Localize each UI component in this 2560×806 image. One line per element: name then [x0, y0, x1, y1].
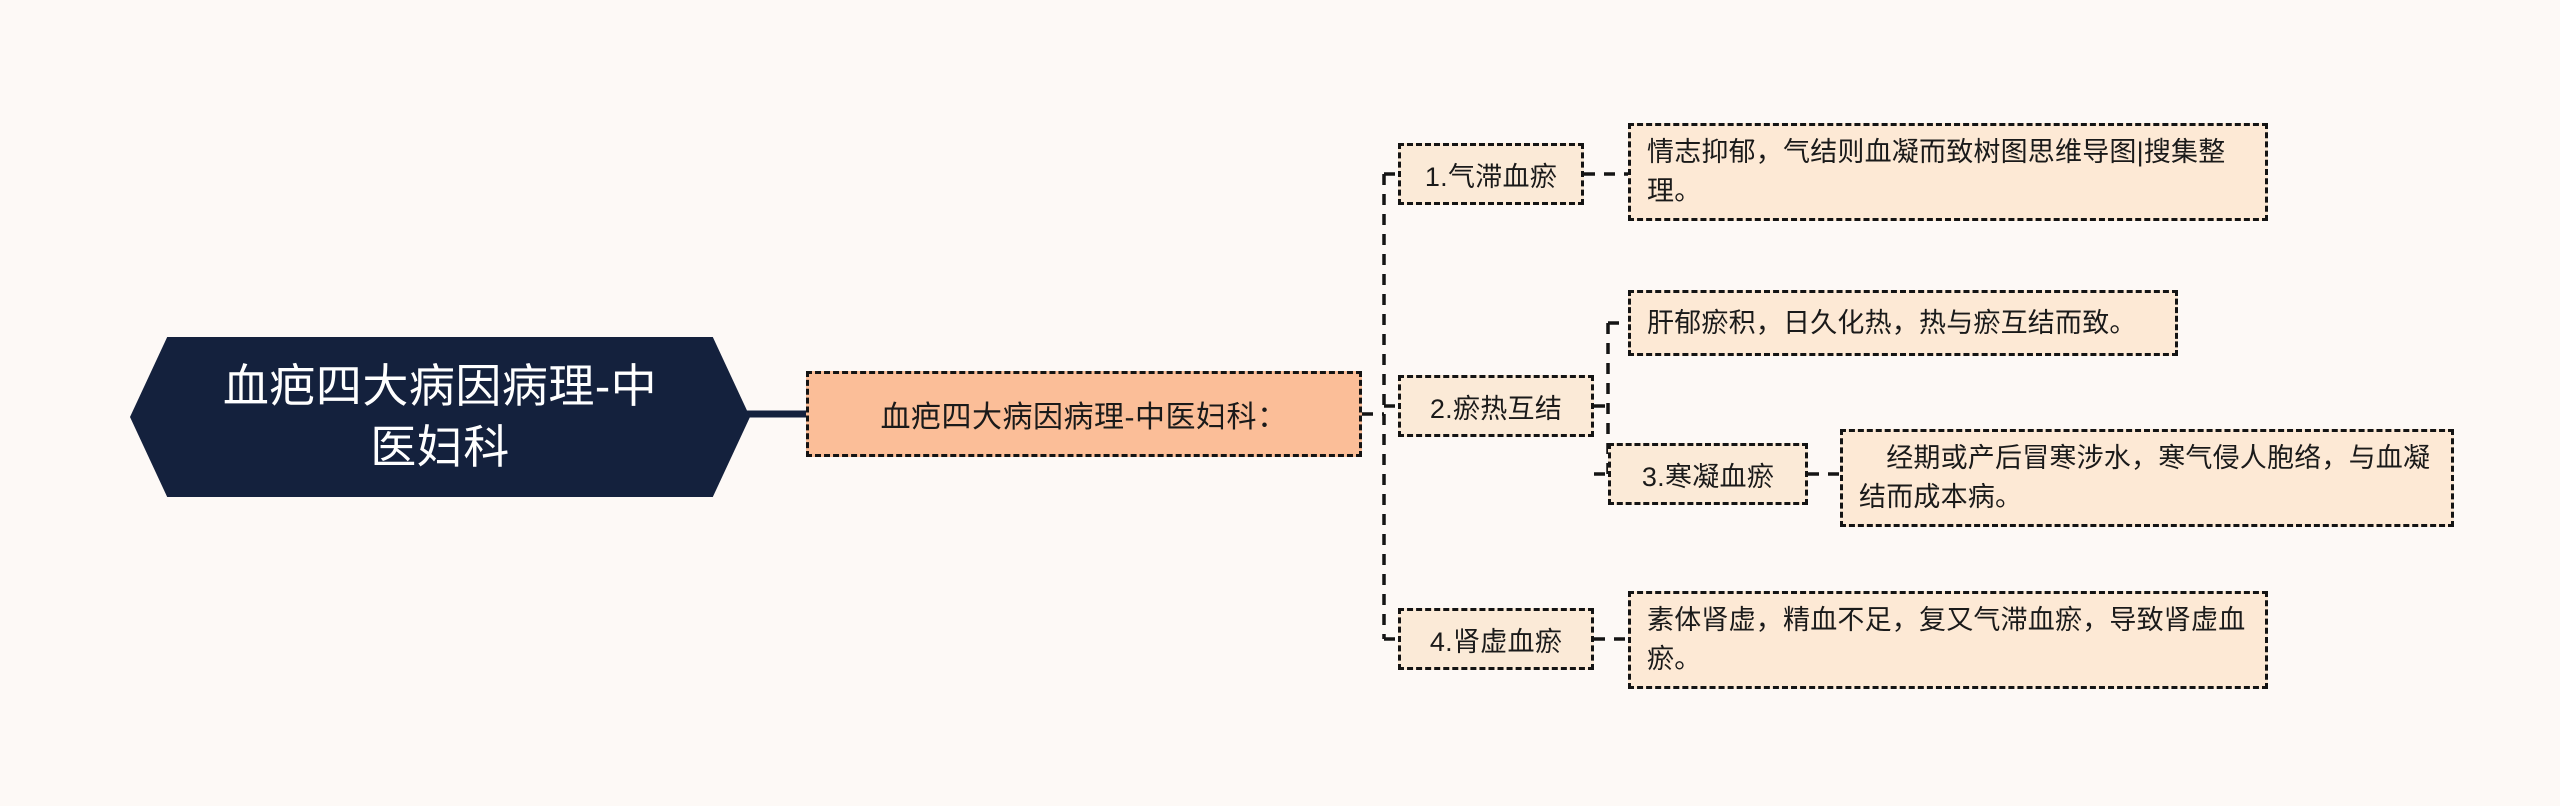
detail-node-4[interactable]: 素体肾虚，精血不足，复又气滞血瘀，导致肾虚血瘀。	[1628, 591, 2268, 689]
detail-node-4-text: 素体肾虚，精血不足，复又气滞血瘀，导致肾虚血瘀。	[1647, 605, 2246, 674]
root-node-label: 血疤四大病因病理-中医妇科	[222, 360, 658, 473]
branch-node-2-label: 2.瘀热互结	[1429, 393, 1563, 424]
detail-node-1-text: 情志抑郁，气结则血凝而致树图思维导图|搜集整理。	[1647, 137, 2226, 206]
detail-node-2-text: 肝郁瘀积，日久化热，热与瘀互结而致。	[1647, 307, 2137, 338]
center-topic-node[interactable]: 血疤四大病因病理-中医妇科：	[806, 371, 1362, 457]
detail-node-2[interactable]: 肝郁瘀积，日久化热，热与瘀互结而致。	[1628, 290, 2178, 356]
branch-node-4-label: 4.肾虚血瘀	[1429, 626, 1563, 657]
center-topic-label: 血疤四大病因病理-中医妇科：	[880, 401, 1288, 434]
branch-node-3[interactable]: 3.寒凝血瘀	[1608, 443, 1808, 505]
detail-node-3[interactable]: 经期或产后冒寒涉水，寒气侵人胞络，与血凝结而成本病。	[1840, 429, 2454, 527]
branch-node-2[interactable]: 2.瘀热互结	[1398, 375, 1594, 437]
branch-node-4[interactable]: 4.肾虚血瘀	[1398, 608, 1594, 670]
detail-node-3-text: 经期或产后冒寒涉水，寒气侵人胞络，与血凝结而成本病。	[1859, 443, 2431, 512]
detail-node-1[interactable]: 情志抑郁，气结则血凝而致树图思维导图|搜集整理。	[1628, 123, 2268, 221]
branch-node-1-label: 1.气滞血瘀	[1424, 161, 1558, 192]
branch-node-1[interactable]: 1.气滞血瘀	[1398, 143, 1584, 205]
branch-node-3-label: 3.寒凝血瘀	[1641, 461, 1775, 492]
root-node[interactable]: 血疤四大病因病理-中医妇科	[130, 337, 750, 497]
